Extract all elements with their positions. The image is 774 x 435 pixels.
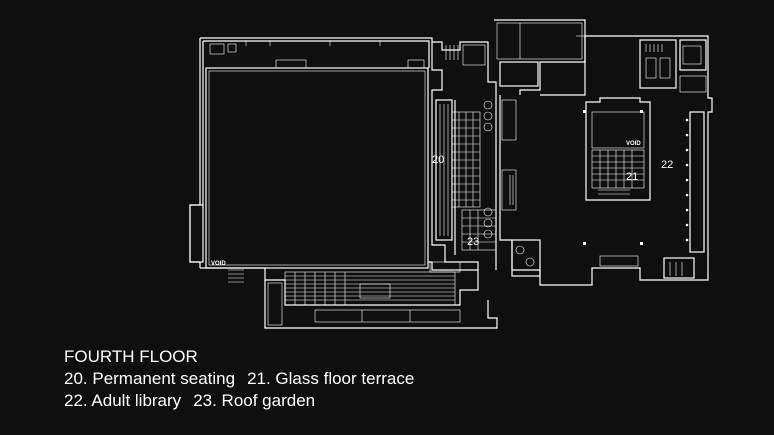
legend-item-20: 20. Permanent seating [64, 369, 236, 388]
room-label-20: 20 [432, 154, 444, 166]
legend-row-1: 20. Permanent seating 21. Glass floor ter… [64, 368, 764, 390]
legend-row-2: 22. Adult library 23. Roof garden [64, 390, 764, 412]
legend-item-22: 22. Adult library [64, 391, 182, 410]
column-dots [583, 110, 689, 245]
legend-item-23: 23. Roof garden [193, 391, 316, 410]
floor-plan-drawing: VOID 20 23 [189, 19, 713, 329]
void-label-left: VOID [211, 261, 226, 267]
hatched-band [284, 271, 456, 306]
central-corridor: 20 23 [431, 95, 517, 270]
legend-item-21: 21. Glass floor terrace [247, 369, 415, 388]
room-label-23: 23 [467, 236, 479, 248]
room-label-21: 21 [626, 171, 638, 183]
void-label-right: VOID [626, 141, 641, 147]
floor-title: FOURTH FLOOR [64, 347, 198, 366]
room-label-22: 22 [661, 159, 673, 171]
plan-caption: FOURTH FLOOR 20. Permanent seating 21. Gl… [64, 346, 764, 412]
permanent-seating-grid [451, 111, 481, 208]
glass-floor-grid [591, 149, 645, 189]
auditorium-block: VOID [189, 37, 498, 329]
top-middle-block [432, 19, 592, 95]
library-block: VOID 21 22 [511, 35, 713, 286]
